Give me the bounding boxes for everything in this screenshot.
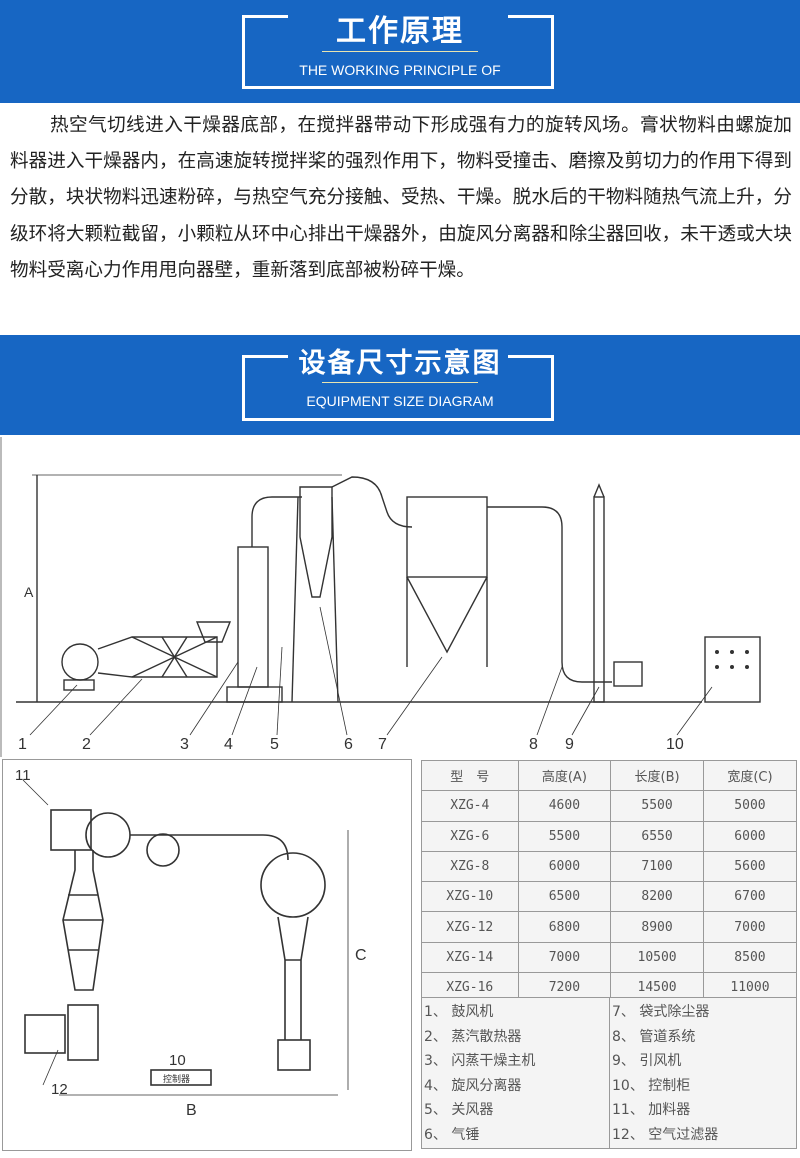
legend-item: 11、 加料器: [612, 1102, 691, 1118]
equipment-plan-diagram: 11 12 10 控制器 B C: [2, 759, 412, 1151]
cell: 5600: [702, 850, 798, 883]
callout-10: 10: [169, 1052, 186, 1069]
header-length: 长度(B): [610, 759, 704, 792]
header-model: 型 号: [421, 759, 519, 792]
cell: 6700: [702, 881, 798, 913]
legend-item: 10、 控制柜: [612, 1077, 691, 1094]
banner-frame: [242, 355, 554, 421]
cell: 6800: [517, 911, 612, 943]
legend-item: 8、 管道系统: [612, 1028, 696, 1045]
legend-item: 3、 闪蒸干燥主机: [424, 1053, 536, 1069]
divider: [322, 382, 478, 383]
section-title-en: THE WORKING PRINCIPLE OF: [299, 62, 501, 78]
cell: XZG-4: [421, 790, 519, 822]
legend-left: 1、 鼓风机 2、 蒸汽散热器 3、 闪蒸干燥主机 4、 旋风分离器 5、 关风…: [422, 998, 609, 1148]
cell: 7000: [517, 941, 612, 974]
cell: XZG-8: [421, 850, 519, 883]
callout-10: 10: [666, 736, 684, 753]
parts-legend: 1、 鼓风机 2、 蒸汽散热器 3、 闪蒸干燥主机 4、 旋风分离器 5、 关风…: [421, 997, 797, 1149]
cell: XZG-6: [421, 820, 519, 852]
cell: 10500: [610, 941, 704, 974]
cell: 8500: [702, 941, 798, 974]
cell: 5000: [702, 790, 798, 822]
section-banner-size-diagram: 设备尺寸示意图 EQUIPMENT SIZE DIAGRAM: [0, 335, 800, 435]
legend-item: 4、 旋风分离器: [424, 1077, 522, 1094]
cell: 5500: [517, 820, 612, 852]
legend-item: 6、 气锤: [424, 1126, 480, 1143]
banner-frame: [242, 15, 554, 89]
section-banner-working-principle: 工作原理 THE WORKING PRINCIPLE OF: [0, 0, 800, 103]
cell: 6000: [702, 820, 798, 852]
cell: 8900: [610, 911, 704, 943]
cell: XZG-10: [421, 881, 519, 913]
cell: 6000: [517, 850, 612, 883]
section-title-cn: 工作原理: [336, 14, 464, 49]
divider: [322, 51, 478, 52]
callout-2: 2: [82, 736, 91, 753]
callout-1: 1: [18, 736, 27, 753]
cell: 7000: [702, 911, 798, 943]
callout-6: 6: [344, 736, 353, 753]
callout-8: 8: [529, 736, 538, 753]
cell: 6550: [610, 820, 704, 852]
callout-5: 5: [270, 736, 279, 753]
cell: XZG-12: [421, 911, 519, 943]
callout-11: 11: [15, 767, 31, 784]
equipment-elevation-diagram: A 1 2 3 4 5 6 7 8 9 10: [0, 437, 800, 757]
legend-item: 7、 袋式除尘器: [612, 1004, 710, 1020]
cell: 7100: [610, 850, 704, 883]
legend-item: 9、 引风机: [612, 1053, 682, 1069]
cell: 8200: [610, 881, 704, 913]
cell: 6500: [517, 881, 612, 913]
dim-a-label: A: [24, 584, 34, 600]
section-title-cn: 设备尺寸示意图: [298, 348, 502, 379]
callout-9: 9: [565, 736, 574, 753]
header-height: 高度(A): [517, 759, 612, 792]
cell: 5500: [610, 790, 704, 822]
legend-item: 1、 鼓风机: [424, 1004, 494, 1020]
cell: 4600: [517, 790, 612, 822]
callout-7: 7: [378, 736, 387, 753]
dim-b-label: B: [186, 1102, 197, 1119]
section-title-en: EQUIPMENT SIZE DIAGRAM: [306, 393, 494, 409]
working-principle-text: 热空气切线进入干燥器底部，在搅拌器带动下形成强有力的旋转风场。膏状物料由螺旋加料…: [10, 115, 792, 281]
control-cabinet-label: 控制器: [163, 1073, 190, 1084]
dim-c-label: C: [355, 947, 367, 964]
legend-item: 2、 蒸汽散热器: [424, 1028, 522, 1045]
callout-12: 12: [51, 1081, 68, 1098]
callout-3: 3: [180, 736, 189, 753]
legend-item: 12、 空气过滤器: [612, 1126, 719, 1143]
legend-right: 7、 袋式除尘器 8、 管道系统 9、 引风机 10、 控制柜 11、 加料器 …: [609, 998, 796, 1148]
cell: XZG-14: [421, 941, 519, 974]
callout-4: 4: [224, 736, 233, 753]
legend-item: 5、 关风器: [424, 1102, 494, 1118]
table-header-row: 型 号 高度(A) 长度(B) 宽度(C): [421, 759, 798, 792]
header-width: 宽度(C): [702, 759, 798, 792]
